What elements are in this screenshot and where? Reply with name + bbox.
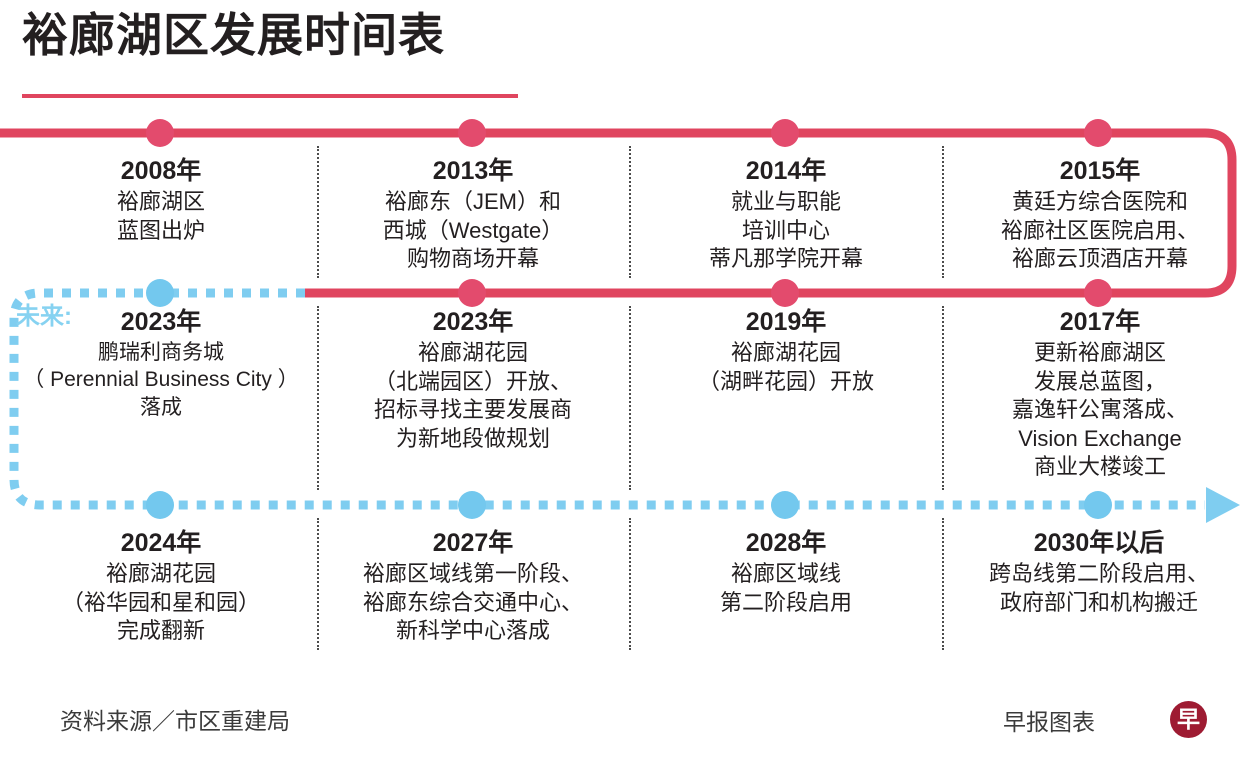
event-year: 2024年 — [120, 529, 202, 557]
timeline-dot-blue — [1084, 491, 1112, 519]
future-label: 未来: — [16, 303, 72, 330]
event-year: 2023年 — [432, 308, 514, 336]
title-underline-rule — [22, 94, 518, 98]
column-separator — [942, 146, 944, 278]
timeline-dot-pink — [146, 119, 174, 147]
timeline-dot-pink — [458, 279, 486, 307]
blue-arrowhead-icon — [1206, 487, 1240, 523]
credit-label: 早报图表 — [1003, 709, 1095, 735]
event-description: 裕廊湖花园 （裕华园和星和园） 完成翻新 — [61, 561, 260, 644]
event-year: 2027年 — [432, 529, 514, 557]
column-separator — [317, 146, 319, 278]
event-year: 2014年 — [745, 157, 827, 185]
timeline-event-cell[interactable]: 2024年 裕廊湖花园 （裕华园和星和园） 完成翻新 — [16, 527, 306, 646]
source-attribution: 资料来源／市区重建局 — [60, 708, 290, 734]
timeline-dot-pink — [458, 119, 486, 147]
column-separator — [629, 518, 631, 650]
timeline-dot-pink — [771, 119, 799, 147]
event-description: 黄廷方综合医院和 裕廊社区医院启用、 裕廊云顶酒店开幕 — [1000, 189, 1199, 272]
timeline-dot-blue — [458, 491, 486, 519]
event-description: 裕廊湖花园 （北端园区）开放、 招标寻找主要发展商 为新地段做规划 — [373, 340, 572, 451]
event-description: 裕廊区域线 第二阶段启用 — [719, 561, 852, 615]
event-year: 2023年 — [120, 308, 202, 336]
event-year: 2013年 — [432, 157, 514, 185]
event-year: 2015年 — [1059, 157, 1141, 185]
column-separator — [317, 306, 319, 490]
timeline-event-cell[interactable]: 2023年 裕廊湖花园 （北端园区）开放、 招标寻找主要发展商 为新地段做规划 — [328, 306, 618, 453]
event-year: 2019年 — [745, 308, 827, 336]
timeline-event-cell[interactable]: 2017年 更新裕廊湖区 发展总蓝图， 嘉逸轩公寓落成、 Vision Exch… — [952, 306, 1248, 482]
timeline-dot-pink — [1084, 279, 1112, 307]
event-description: 裕廊湖区 蓝图出炉 — [116, 189, 205, 243]
zaobao-logo: 早 — [1170, 701, 1207, 738]
event-description: 更新裕廊湖区 发展总蓝图， 嘉逸轩公寓落成、 Vision Exchange 商… — [1011, 340, 1188, 480]
timeline-event-cell[interactable]: 2008年 裕廊湖区 蓝图出炉 — [16, 155, 306, 245]
page-title: 裕廊湖区发展时间表 — [22, 9, 445, 61]
column-separator — [629, 146, 631, 278]
timeline-event-cell[interactable]: 2014年 就业与职能 培训中心 蒂凡那学院开幕 — [641, 155, 931, 274]
event-year: 2008年 — [120, 157, 202, 185]
column-separator — [942, 306, 944, 490]
timeline-event-cell[interactable]: 2030年以后 跨岛线第二阶段启用、 政府部门和机构搬迁 — [950, 527, 1248, 617]
column-separator — [629, 306, 631, 490]
timeline-event-cell[interactable]: 2023年 鹏瑞利商务城 （ Perennial Business City ）… — [14, 306, 308, 421]
timeline-dot-pink — [1084, 119, 1112, 147]
pink-timeline-path — [0, 128, 1237, 298]
timeline-event-cell[interactable]: 2013年 裕廊东（JEM）和 西城（Westgate） 购物商场开幕 — [328, 155, 618, 274]
event-description: 裕廊东（JEM）和 西城（Westgate） 购物商场开幕 — [382, 189, 564, 272]
timeline-dot-pink — [771, 279, 799, 307]
column-separator — [942, 518, 944, 650]
event-description: 裕廊湖花园 （湖畔花园）开放 — [697, 340, 874, 394]
event-description: 跨岛线第二阶段启用、 政府部门和机构搬迁 — [988, 561, 1209, 615]
timeline-dot-blue — [146, 491, 174, 519]
timeline-event-cell[interactable]: 2015年 黄廷方综合医院和 裕廊社区医院启用、 裕廊云顶酒店开幕 — [952, 155, 1248, 274]
timeline-event-cell[interactable]: 2027年 裕廊区域线第一阶段、 裕廊东综合交通中心、 新科学中心落成 — [326, 527, 620, 646]
event-year: 2030年以后 — [1033, 529, 1165, 557]
column-separator — [317, 518, 319, 650]
timeline-event-cell[interactable]: 2028年 裕廊区域线 第二阶段启用 — [641, 527, 931, 617]
event-description: 裕廊区域线第一阶段、 裕廊东综合交通中心、 新科学中心落成 — [362, 561, 583, 644]
timeline-dot-blue — [146, 279, 174, 307]
timeline-event-cell[interactable]: 2019年 裕廊湖花园 （湖畔花园）开放 — [641, 306, 931, 396]
blue-dotted-wrap-path — [9, 288, 1205, 510]
event-year: 2017年 — [1059, 308, 1141, 336]
timeline-dot-blue — [771, 491, 799, 519]
event-description: 鹏瑞利商务城 （ Perennial Business City ） 落成 — [23, 341, 299, 419]
event-description: 就业与职能 培训中心 蒂凡那学院开幕 — [708, 189, 863, 272]
event-year: 2028年 — [745, 529, 827, 557]
